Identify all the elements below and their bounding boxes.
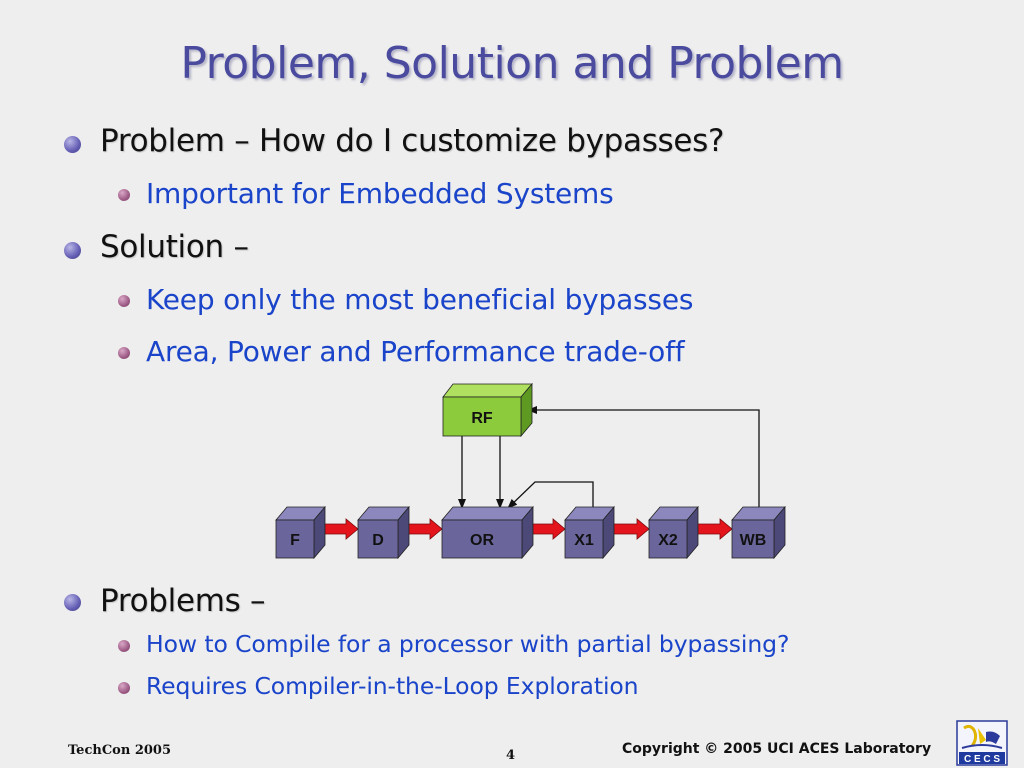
stage-front-face bbox=[275, 519, 315, 559]
sub-bullet-compile: How to Compile for a processor with part… bbox=[146, 630, 790, 658]
logo-text: C E C S bbox=[964, 754, 1000, 765]
sub-bullet-exploration: Requires Compiler-in-the-Loop Exploratio… bbox=[146, 672, 639, 700]
stage-label: F bbox=[290, 532, 300, 549]
stage-f: F bbox=[275, 505, 326, 560]
stage-front-face bbox=[648, 519, 688, 559]
stage-label: X2 bbox=[658, 532, 678, 549]
register-file-block: RF bbox=[442, 382, 533, 438]
stage-arrow bbox=[406, 518, 443, 540]
stage-label: WB bbox=[740, 532, 767, 549]
sub-bullet-marker bbox=[118, 682, 130, 694]
sub-bullet-marker bbox=[118, 347, 130, 359]
footer-copyright: Copyright © 2005 UCI ACES Laboratory bbox=[622, 741, 932, 757]
sub-bullet-marker bbox=[118, 295, 130, 307]
register-file-label: RF bbox=[471, 410, 493, 427]
stage-arrow bbox=[530, 518, 566, 540]
stage-top-face bbox=[441, 506, 534, 521]
stage-wb: WB bbox=[731, 505, 786, 560]
bullet-marker bbox=[64, 594, 81, 611]
sub-bullet-tradeoff: Area, Power and Performance trade-off bbox=[146, 335, 685, 368]
x1-bypass-wire bbox=[507, 481, 594, 509]
sub-bullet-embedded: Important for Embedded Systems bbox=[146, 177, 614, 210]
stage-front-face bbox=[441, 519, 523, 559]
sub-bullet-beneficial: Keep only the most beneficial bypasses bbox=[146, 283, 694, 316]
stage-arrow bbox=[695, 518, 733, 540]
stage-x1: X1 bbox=[564, 505, 615, 560]
stage-arrows bbox=[322, 518, 733, 540]
stage-x2: X2 bbox=[648, 505, 699, 560]
stage-label: X1 bbox=[574, 532, 594, 549]
stage-arrow bbox=[322, 518, 359, 540]
stage-label: D bbox=[372, 532, 384, 549]
bullet-marker bbox=[64, 136, 81, 153]
pipeline-stages: F D OR X1 X2 WB bbox=[275, 505, 786, 560]
footer-event: TechCon 2005 bbox=[68, 743, 171, 758]
stage-d: D bbox=[357, 505, 410, 560]
stage-label: OR bbox=[470, 532, 494, 549]
stage-front-face bbox=[357, 519, 399, 559]
sub-bullet-marker bbox=[118, 640, 130, 652]
bullet-problems: Problems – bbox=[100, 583, 266, 619]
stage-front-face bbox=[731, 519, 775, 559]
bullet-marker bbox=[64, 242, 81, 259]
bypass-wires bbox=[458, 406, 760, 509]
page-number: 4 bbox=[506, 748, 516, 763]
stage-front-face bbox=[564, 519, 604, 559]
wb-to-rf-wire bbox=[527, 406, 760, 507]
bullet-problem: Problem – How do I customize bypasses? bbox=[100, 123, 725, 159]
cecs-logo: C E C S bbox=[956, 720, 1008, 766]
stage-or: OR bbox=[441, 505, 534, 560]
slide-title: Problem, Solution and Problem bbox=[180, 38, 844, 89]
sub-bullet-marker bbox=[118, 189, 130, 201]
stage-arrow bbox=[611, 518, 650, 540]
bullet-solution: Solution – bbox=[100, 229, 249, 265]
